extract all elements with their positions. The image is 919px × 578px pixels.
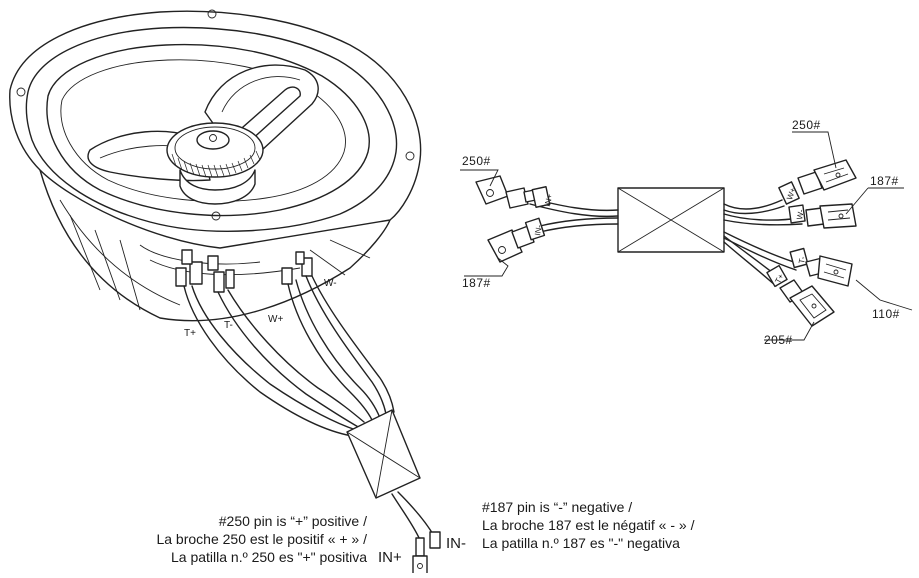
tweeter-ring-teeth <box>171 150 261 178</box>
pin-tweeter-positive: 250# <box>792 118 821 132</box>
label-w-minus: W- <box>324 278 337 289</box>
wiring-harness: IN+ IN- W+ W- T- <box>460 131 913 341</box>
label-in-minus: IN- <box>446 535 466 552</box>
label-t-minus: T- <box>224 320 233 331</box>
label-in-plus: IN+ <box>378 549 402 566</box>
note-negative-fr: La broche 187 est le négatif « - » / <box>482 517 695 533</box>
tag-in-plus: IN+ <box>543 193 555 208</box>
speaker-terminals <box>175 249 313 293</box>
pin-woofer-negative: 110# <box>872 307 900 321</box>
note-positive-es: La patilla n.º 250 es "+" positiva <box>171 549 367 565</box>
note-positive-fr: La broche 250 est le positif « + » / <box>156 531 367 547</box>
pin-input-positive: 250# <box>462 154 491 168</box>
coaxial-speaker <box>9 9 441 575</box>
note-positive-en: #250 pin is “+” positive / <box>219 513 367 529</box>
tag-w-plus: W+ <box>785 186 798 201</box>
note-positive: #250 pin is “+” positive / La broche 250… <box>156 513 367 565</box>
tag-t-minus: T- <box>797 255 807 264</box>
pin-tweeter-negative: 187# <box>870 174 899 188</box>
pin-input-negative: 187# <box>462 276 491 290</box>
note-negative-es: La patilla n.º 187 es "-" negativa <box>482 535 680 551</box>
note-negative-en: #187 pin is “-” negative / <box>482 499 632 515</box>
pin-woofer-positive: 205# <box>764 333 793 347</box>
note-negative: #187 pin is “-” negative / La broche 187… <box>482 499 695 551</box>
tag-in-minus: IN- <box>533 224 544 236</box>
tag-w-minus: W- <box>795 209 806 221</box>
label-t-plus: T+ <box>184 328 196 339</box>
tag-t-plus: T+ <box>773 272 786 285</box>
label-w-plus: W+ <box>268 314 283 325</box>
